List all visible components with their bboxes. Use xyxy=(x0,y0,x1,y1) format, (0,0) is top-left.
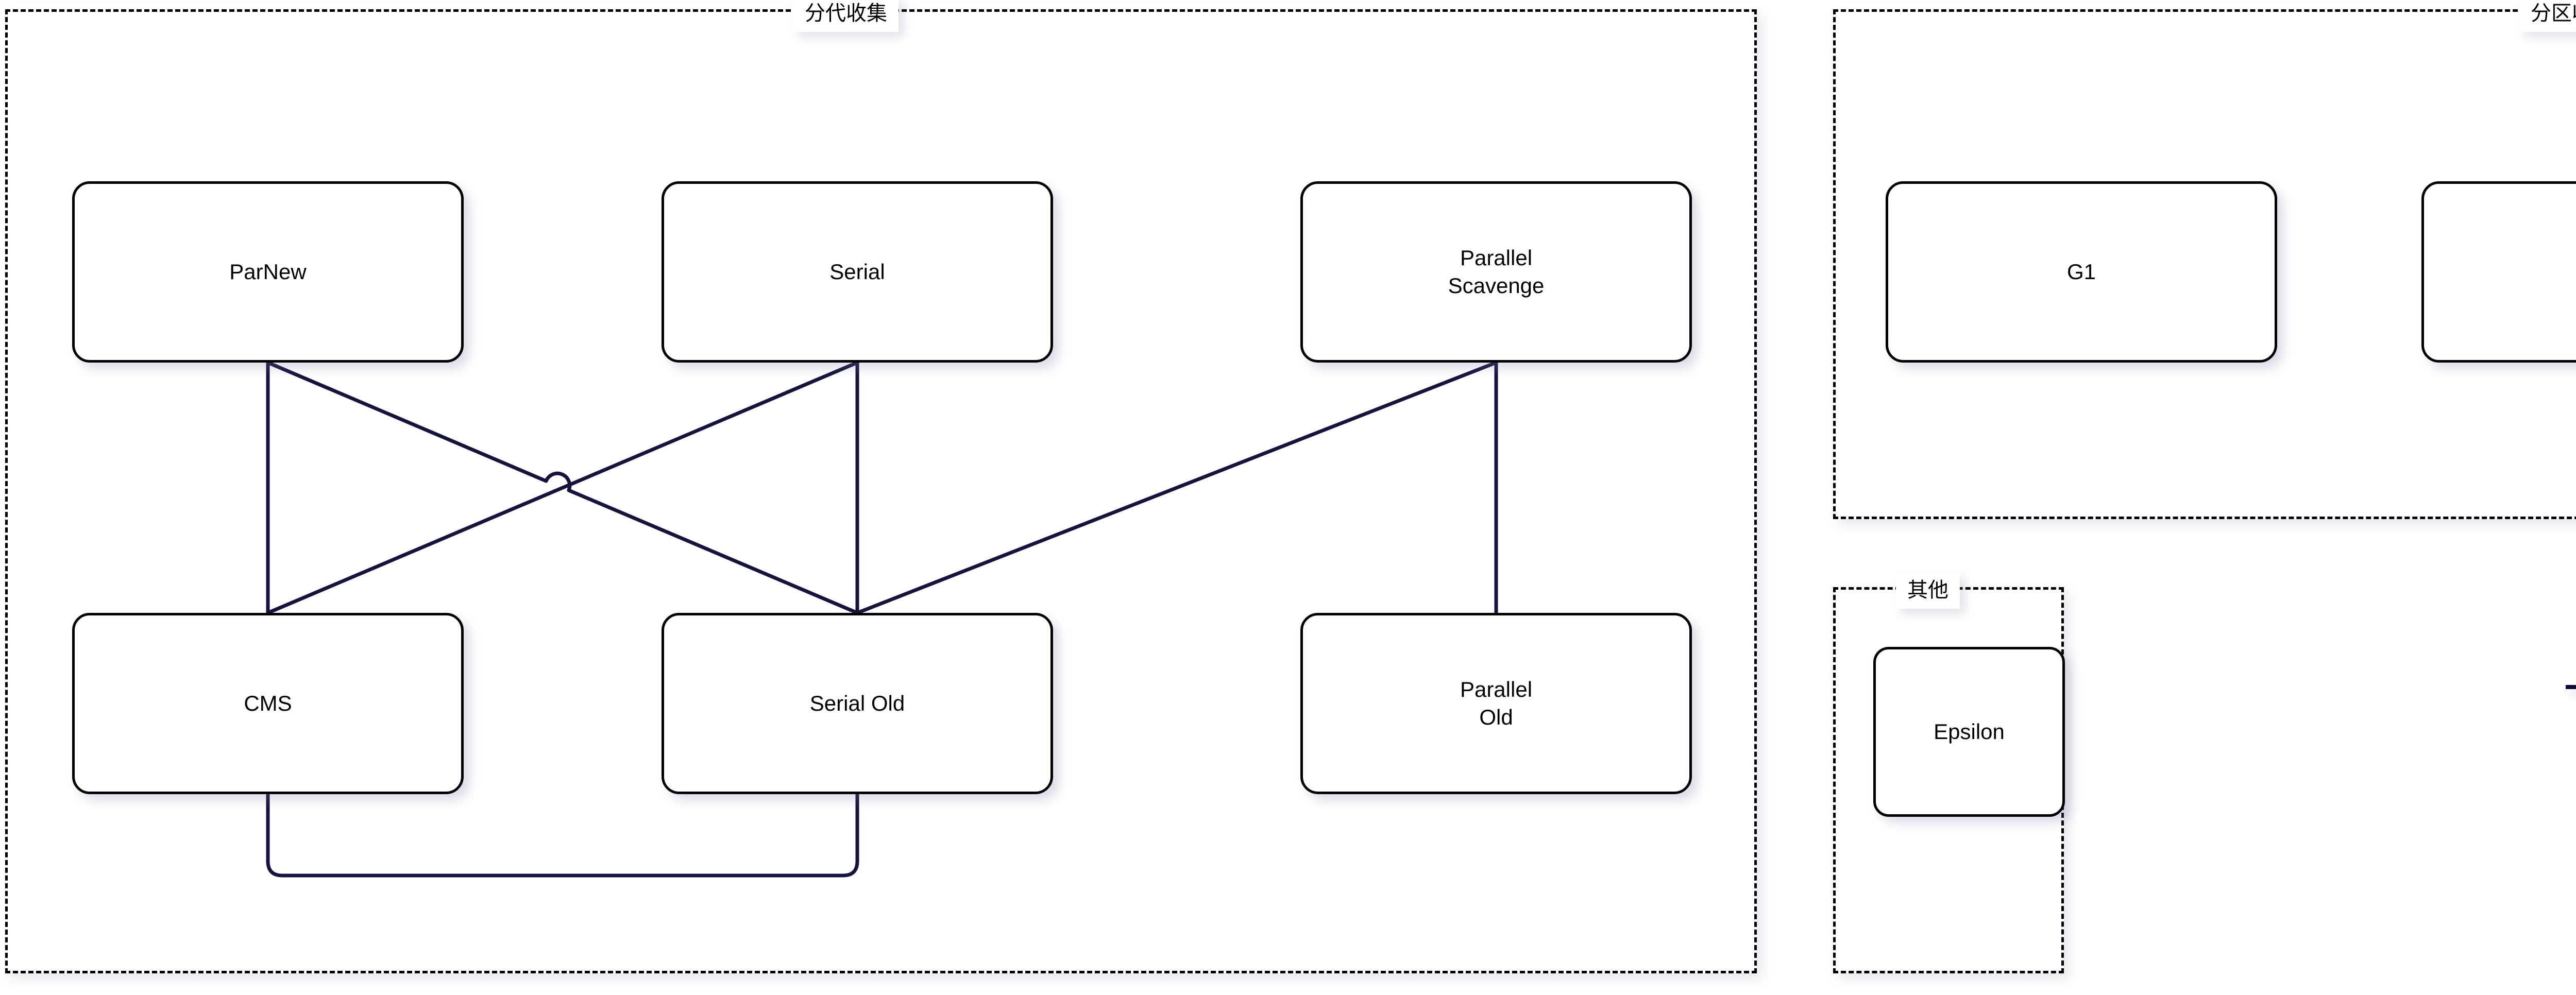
node-epsilon[interactable]: Epsilon xyxy=(1873,647,2065,817)
node-parnew-label: ParNew xyxy=(229,260,307,284)
node-serial-old[interactable]: Serial Old xyxy=(662,613,1053,794)
node-parnew[interactable]: ParNew xyxy=(72,181,464,363)
node-serial[interactable]: Serial xyxy=(662,181,1053,363)
legend-line-swatch xyxy=(2566,685,2576,689)
node-cms[interactable]: CMS xyxy=(72,613,464,794)
group-regional-label: 分区收集 xyxy=(2519,0,2576,32)
node-g1-label: G1 xyxy=(2066,260,2096,284)
group-other-label: 其他 xyxy=(1896,573,1960,609)
node-g1[interactable]: G1 xyxy=(1886,181,2277,363)
node-epsilon-label: Epsilon xyxy=(1934,719,2005,744)
node-serial-old-label: Serial Old xyxy=(809,691,905,716)
node-zgc[interactable]: ZGC xyxy=(2421,181,2576,363)
group-generational xyxy=(5,9,1757,973)
node-parallel-old-label: Parallel Old xyxy=(1460,677,1533,729)
node-parallel-scavenge-label: Parallel Scavenge xyxy=(1448,246,1545,298)
node-parallel-scavenge[interactable]: Parallel Scavenge xyxy=(1300,181,1692,363)
group-generational-label: 分代收集 xyxy=(793,0,899,32)
node-cms-label: CMS xyxy=(244,691,292,716)
node-serial-label: Serial xyxy=(829,260,885,284)
group-regional xyxy=(1833,9,2576,519)
node-parallel-old[interactable]: Parallel Old xyxy=(1300,613,1692,794)
